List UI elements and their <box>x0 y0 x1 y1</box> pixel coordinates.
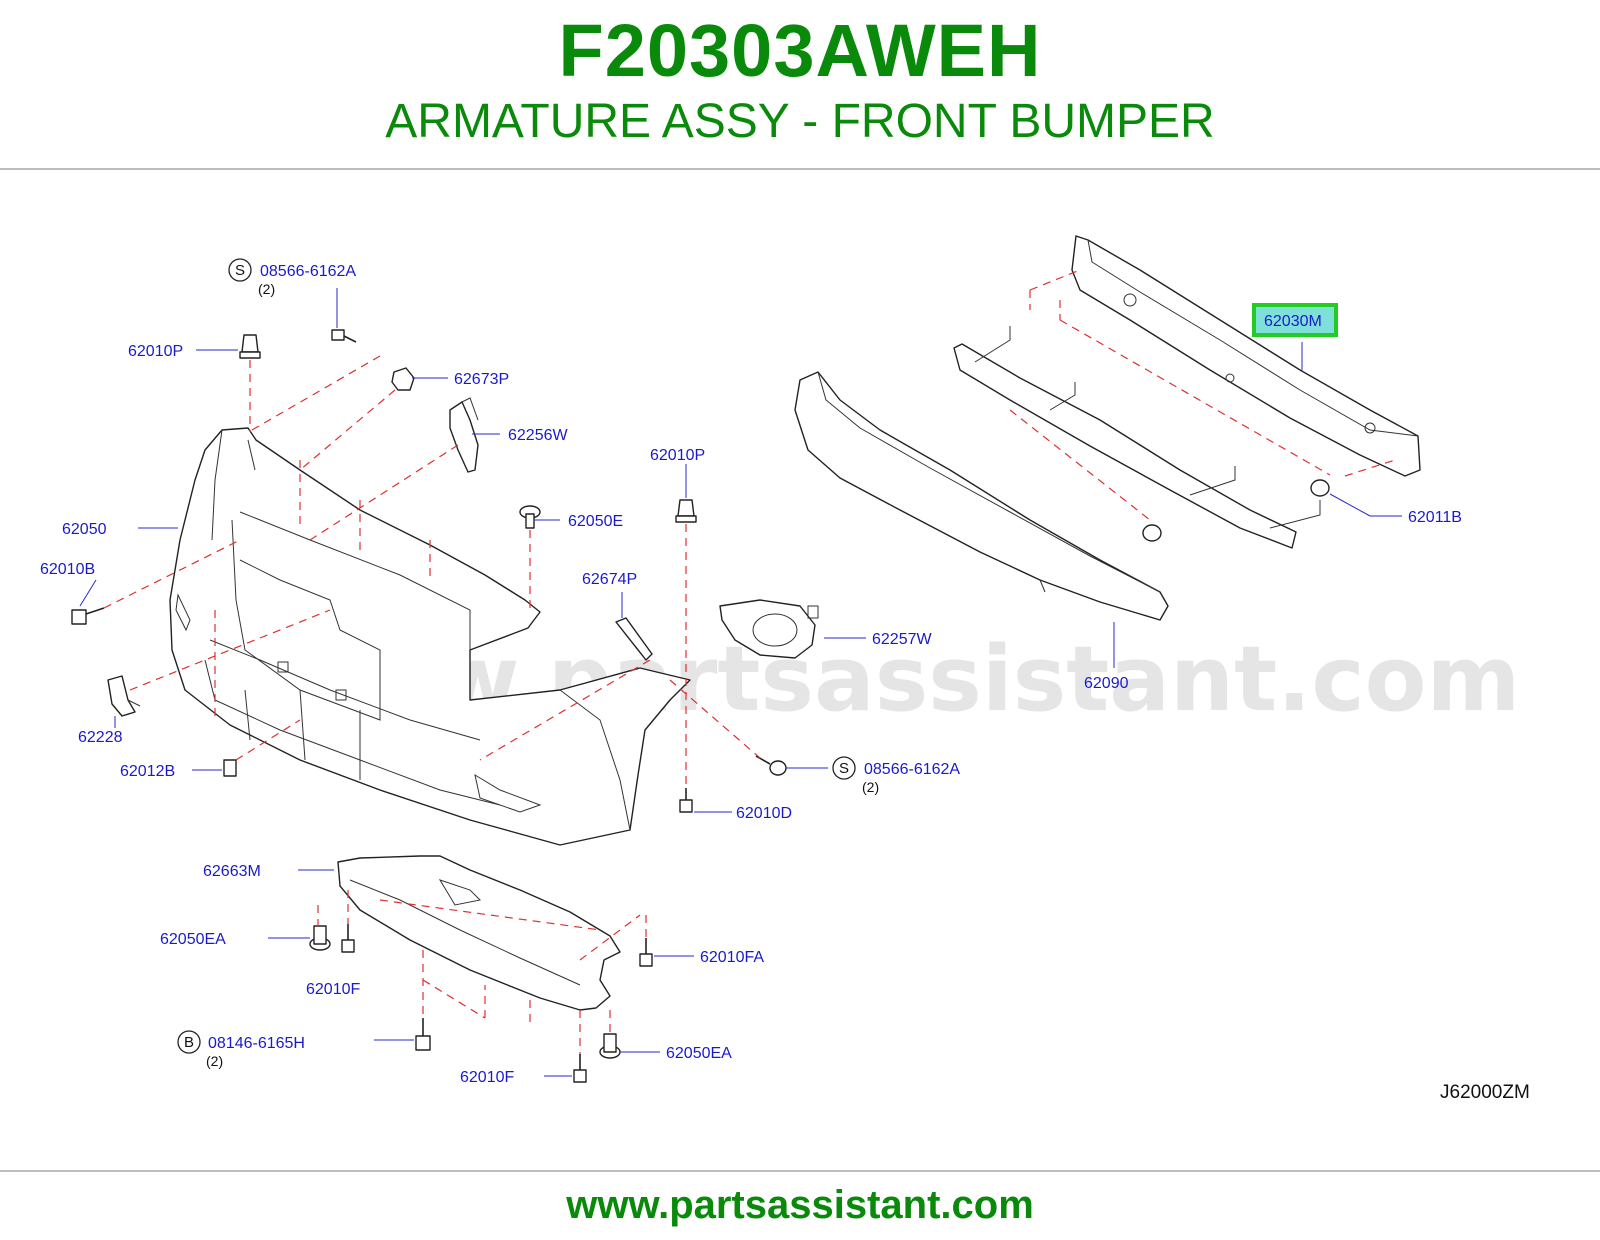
label-08566-6162a-bottom: 08566-6162A <box>864 761 960 778</box>
engine-undercover-62663m <box>337 855 621 1011</box>
footer-divider <box>0 1170 1600 1172</box>
label-08566-6162a-top: 08566-6162A <box>260 263 356 280</box>
badge-b: B <box>184 1034 194 1051</box>
label-62090: 62090 <box>1084 675 1129 692</box>
reinforcement-bar <box>953 326 1321 549</box>
label-62050ea-right: 62050EA <box>666 1045 732 1062</box>
label-62228: 62228 <box>78 729 123 746</box>
fog-lamp-bezel <box>719 599 819 659</box>
part-number-title: F20303AWEH <box>558 9 1042 92</box>
label-62673p: 62673P <box>454 371 509 388</box>
badge-s-bottom: S <box>839 760 849 777</box>
label-62663m: 62663M <box>203 863 261 880</box>
nut-62011b-right <box>1310 479 1330 497</box>
label-62011b: 62011B <box>1408 509 1462 526</box>
fastener-62050e <box>519 505 541 529</box>
clip-62673p <box>391 367 415 391</box>
fastener-62010fa <box>639 938 653 967</box>
assembly-guide-lines <box>103 269 1396 1054</box>
fastener-62010f-left <box>341 924 355 953</box>
label-62010fa: 62010FA <box>700 949 764 966</box>
fastener-62010p-mid <box>675 499 697 523</box>
label-62050: 62050 <box>62 521 107 538</box>
part-labels: S 08566-6162A (2) 62010P 62673P 62256W 6… <box>40 258 1530 1103</box>
bracket-62256w <box>449 397 479 473</box>
label-leader-lines <box>79 288 1402 1077</box>
fastener-08566-bottom <box>755 755 787 776</box>
qty-08146: (2) <box>206 1053 223 1069</box>
footer-url[interactable]: www.partsassistant.com <box>566 1183 1034 1227</box>
fastener-62010f-bottom <box>573 1054 587 1083</box>
label-62257w: 62257W <box>872 631 932 648</box>
bracket-62674p <box>615 617 653 661</box>
label-62010f-bottom: 62010F <box>460 1069 514 1086</box>
label-62012b: 62012B <box>120 763 175 780</box>
label-62256w: 62256W <box>508 427 568 444</box>
fastener-62050ea-left <box>309 925 331 951</box>
label-62010b: 62010B <box>40 561 95 578</box>
energy-absorber-62090 <box>794 371 1169 621</box>
badge-s-top: S <box>235 262 245 279</box>
label-62010d: 62010D <box>736 805 792 822</box>
fastener-08146 <box>415 1018 431 1051</box>
label-62010f-left: 62010F <box>306 981 360 998</box>
label-62674p: 62674P <box>582 571 637 588</box>
label-62010p-mid: 62010P <box>650 447 705 464</box>
label-08146-6165h: 08146-6165H <box>208 1035 305 1052</box>
qty-08566-bottom: (2) <box>862 779 879 795</box>
sensor-62228 <box>107 675 141 717</box>
label-62030m: 62030M <box>1264 313 1322 330</box>
front-bumper-fascia <box>169 427 691 846</box>
fastener-62010d <box>679 788 693 813</box>
part-name-subtitle: ARMATURE ASSY - FRONT BUMPER <box>385 95 1215 148</box>
label-62050ea-left: 62050EA <box>160 931 226 948</box>
highlight-box-62030m <box>1252 303 1338 337</box>
fastener-62012b <box>223 759 237 777</box>
fastener-62050ea-right <box>599 1033 621 1059</box>
fastener-62010p-left <box>239 334 261 359</box>
diagram-code: J62000ZM <box>1440 1082 1530 1103</box>
page-header: F20303AWEH ARMATURE ASSY - FRONT BUMPER <box>0 0 1600 168</box>
armature-reinforcement-62030m <box>1071 235 1421 477</box>
nut-62011b-left <box>1142 524 1162 542</box>
parts-diagram: www.partsassistant.com <box>40 235 1530 1103</box>
label-62010p-left: 62010P <box>128 343 183 360</box>
fastener-62010b <box>71 607 105 625</box>
header-divider <box>0 168 1600 170</box>
qty-08566-top: (2) <box>258 281 275 297</box>
label-62050e: 62050E <box>568 513 623 530</box>
fastener-08566-top <box>331 329 357 343</box>
